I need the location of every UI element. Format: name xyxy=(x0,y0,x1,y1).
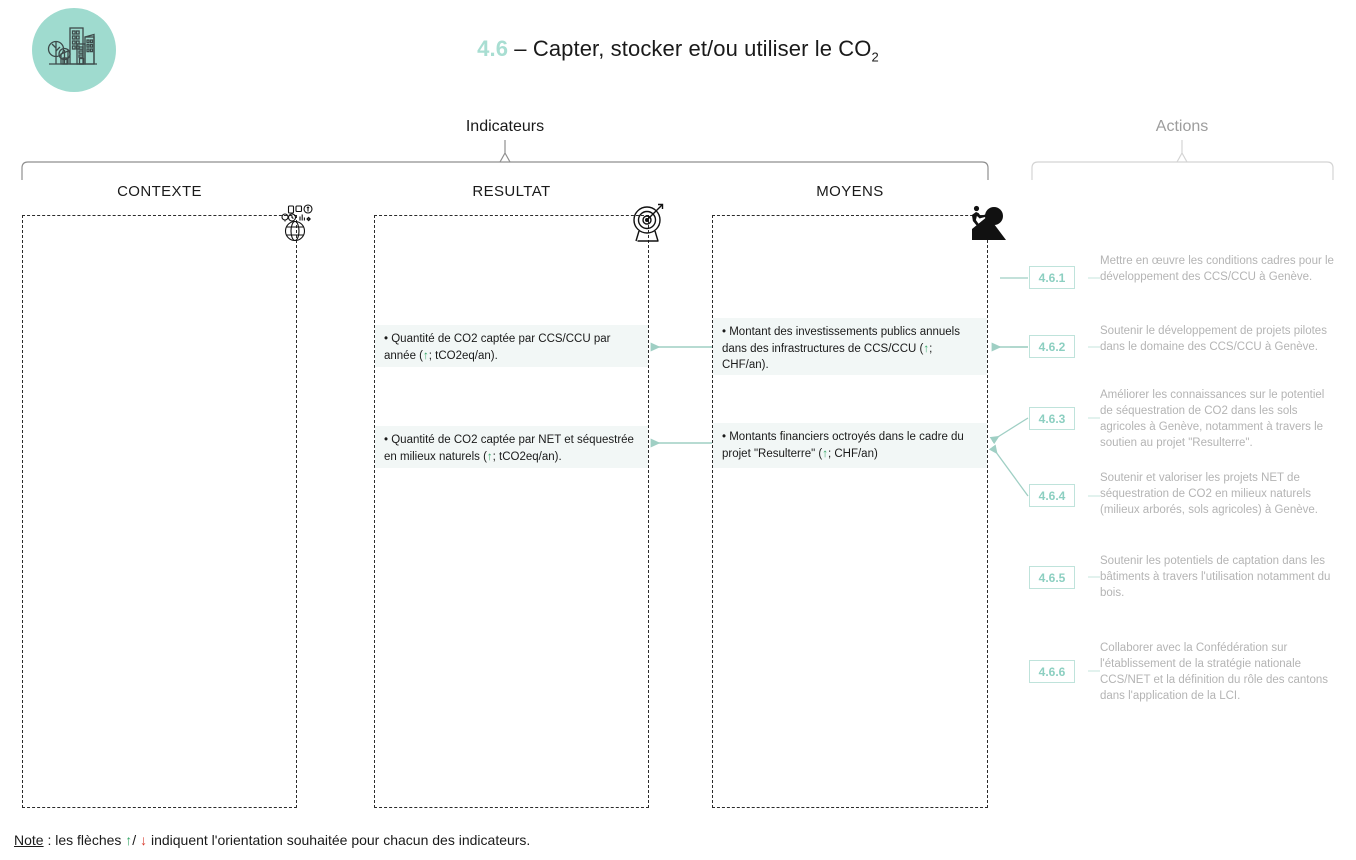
arrow-up-icon: ↑ xyxy=(486,450,493,463)
bracket-indicateurs xyxy=(21,140,989,180)
page-title-number: 4.6 xyxy=(477,36,509,61)
footer-note-part2: indiquent l'orientation souhaitée pour c… xyxy=(147,832,531,848)
action-text-464: Soutenir et valoriser les projets NET de… xyxy=(1100,472,1318,517)
arrow-down-icon: ↓ xyxy=(140,832,148,848)
action-text-462: Soutenir le développement de projets pil… xyxy=(1100,325,1327,354)
indicator-text-before: Montants financiers octroyés dans le cad… xyxy=(722,431,964,460)
column-title-contexte: CONTEXTE xyxy=(117,183,202,200)
footer-note-label: Note xyxy=(14,832,44,848)
target-icon xyxy=(628,200,670,242)
arrow-up-icon: ↑ xyxy=(822,447,828,460)
page-title-separator: – xyxy=(508,36,533,61)
arrow-action-463-to-moyens xyxy=(989,417,1029,445)
indicator-text-after: ; CHF/an). xyxy=(722,342,933,372)
footer-note: Note : les flèches ↑/ ↓ indiquent l'orie… xyxy=(14,832,530,848)
indicator-text-before: Quantité de CO2 captée par CCS/CCU par a… xyxy=(384,333,611,362)
indicator-bullet: • xyxy=(384,333,389,345)
indicator-text-after: ; tCO2eq/an). xyxy=(492,450,562,463)
arrow-up-icon: ↑ xyxy=(923,342,930,355)
action-badge-461[interactable]: 4.6.1 xyxy=(1029,266,1075,289)
indicator-text-before: Montant des investissements publics annu… xyxy=(722,326,960,355)
bracket-actions xyxy=(1031,140,1334,180)
action-text-463: Améliorer les connaissances sur le poten… xyxy=(1100,389,1325,450)
city-trees-icon xyxy=(47,27,97,65)
indicator-bullet: • xyxy=(722,431,727,443)
action-badge-462[interactable]: 4.6.2 xyxy=(1029,335,1075,358)
indicator-text-after: ; tCO2eq/an). xyxy=(428,349,498,362)
indicator-bullet: • xyxy=(384,434,389,446)
arrow-up-icon: ↑ xyxy=(125,832,133,848)
arrow-action-464-to-moyens xyxy=(988,444,1029,497)
indicator-bullet: • xyxy=(722,326,727,338)
indicator-text-after: ; CHF/an) xyxy=(827,447,878,460)
page-title: 4.6 – Capter, stocker et/ou utiliser le … xyxy=(0,36,1356,64)
logo-badge xyxy=(32,8,116,92)
action-text-466: Collaborer avec la Confédération sur l'é… xyxy=(1100,642,1328,703)
indicator-text-before: Quantité de CO2 captée par NET et séques… xyxy=(384,434,634,463)
indicator-card-resultat-1: • Quantité de CO2 captée par CCS/CCU par… xyxy=(375,325,648,367)
arrow-up-icon: ↑ xyxy=(423,349,429,362)
indicator-card-resultat-2: • Quantité de CO2 captée par NET et séqu… xyxy=(375,426,648,468)
action-text-465: Soutenir les potentiels de captation dan… xyxy=(1100,555,1331,600)
footer-note-part1: : les flèches xyxy=(43,832,126,848)
column-box-resultat xyxy=(374,215,649,808)
person-pushing-boulder-icon xyxy=(966,203,1008,243)
page-title-subscript: 2 xyxy=(871,49,879,65)
column-title-resultat: RESULTAT xyxy=(472,183,551,200)
group-heading-actions: Actions xyxy=(1155,118,1209,135)
column-box-moyens xyxy=(712,215,988,808)
action-badge-466[interactable]: 4.6.6 xyxy=(1029,660,1075,683)
indicator-card-moyens-2: • Montants financiers octroyés dans le c… xyxy=(713,423,987,468)
column-title-moyens: MOYENS xyxy=(816,183,884,200)
action-text-461: Mettre en œuvre les conditions cadres po… xyxy=(1100,255,1334,284)
action-badge-465[interactable]: 4.6.5 xyxy=(1029,566,1075,589)
page-title-text: Capter, stocker et/ou utiliser le CO xyxy=(532,36,872,61)
indicator-card-moyens-1: • Montant des investissements publics an… xyxy=(713,318,987,375)
footer-note-slash: / xyxy=(132,832,141,848)
group-heading-indicateurs: Indicateurs xyxy=(465,118,545,135)
globe-context-icon xyxy=(276,203,318,243)
column-box-contexte xyxy=(22,215,297,808)
action-badge-464[interactable]: 4.6.4 xyxy=(1029,484,1075,507)
action-badge-463[interactable]: 4.6.3 xyxy=(1029,407,1075,430)
